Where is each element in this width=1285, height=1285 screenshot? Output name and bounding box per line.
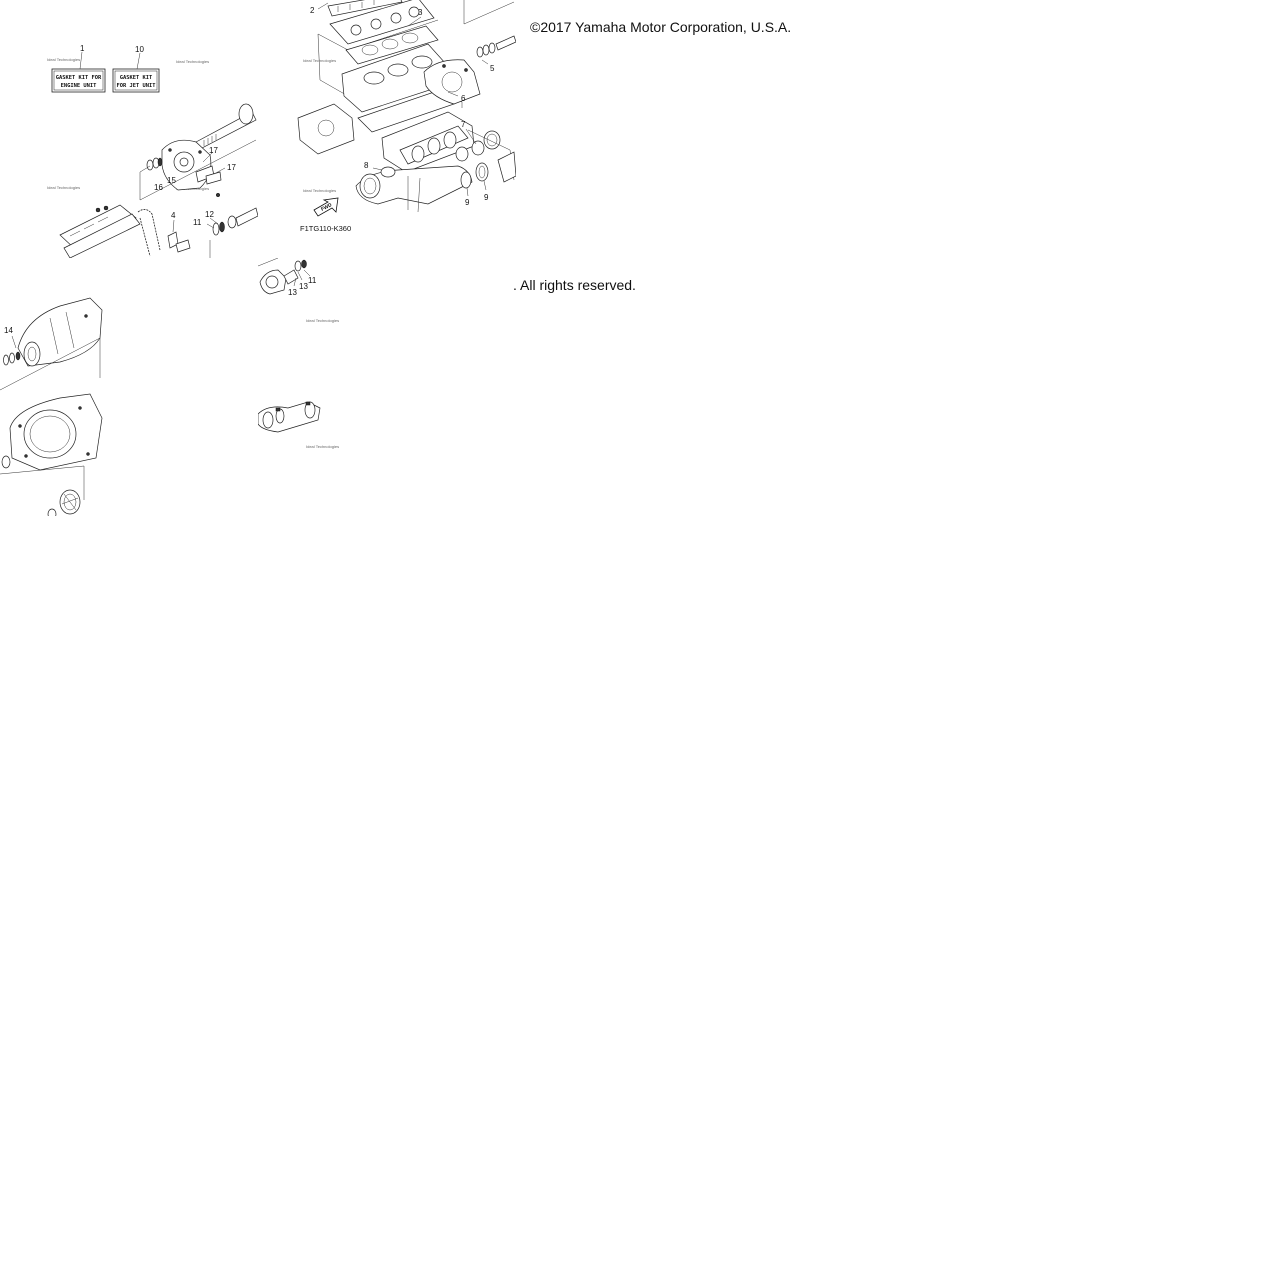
hose-with-clamps-part [258,401,321,433]
callout: 7 [461,120,466,129]
callout: 4 [171,211,176,220]
callout: 11 [308,276,317,285]
callout: 13 [299,282,308,291]
kit-engine-line2: ENGINE UNIT [61,83,97,89]
diagram-code: F1TG110-K360 [300,224,351,233]
drive-coupling-part [259,259,307,295]
kit-jet-line1: GASKET KIT [120,75,153,81]
diagram-tile-top-middle: 2 3 [258,0,516,258]
diagram-tile-bottom-left: 14 [0,258,258,516]
watermark: Ideal Technologies [47,57,80,62]
exploded-view-bottom-middle: 11 13 13 Ideal Technologies Ideal Techno… [258,258,339,449]
callout: 3 [418,8,423,17]
callout: 17 [227,163,236,172]
watermark: Ideal Technologies [306,444,339,449]
watermark: Ideal Technologies [47,185,80,190]
cylinder-head-cover-part [59,204,141,258]
drive-shaft-part [195,103,257,150]
callout: 9 [465,198,470,207]
callout: 9 [484,193,489,202]
callout: 14 [4,326,13,335]
callout: 10 [135,45,144,54]
intake-housing-part [9,393,103,471]
watermark: Ideal Technologies [303,58,336,63]
diagram-tile-bottom-middle: 11 13 13 Ideal Technologies Ideal Techno… [258,258,516,516]
kit-jet-line2: FOR JET UNIT [117,83,157,89]
copyright-text: ©2017 Yamaha Motor Corporation, U.S.A. [530,19,792,35]
exhaust-pipe-part [355,165,473,213]
fwd-arrow-icon: FWD [313,197,339,217]
fwd-label: FWD [320,202,333,213]
callout: 11 [193,218,202,227]
callout: 17 [209,146,218,155]
diagram-tile-top-left: GASKET KIT FOR ENGINE UNIT GASKET KIT FO… [0,0,258,258]
callout: 1 [80,44,85,53]
callout: 15 [167,176,176,185]
exploded-view-bottom-left: 14 [0,297,103,516]
watermark: Ideal Technologies [306,318,339,323]
watermark: Ideal Technologies [176,59,209,64]
callout: 16 [154,183,163,192]
watermark: Ideal Technologies [303,188,336,193]
kit-engine-line1: GASKET KIT FOR [56,75,102,81]
rights-reserved-text: . All rights reserved. [513,277,636,293]
exploded-view-top-left: GASKET KIT FOR ENGINE UNIT GASKET KIT FO… [47,44,258,258]
callout: 12 [205,210,214,219]
gasket-kit-engine-label: GASKET KIT FOR ENGINE UNIT [51,68,106,93]
gasket-kit-jet-label: GASKET KIT FOR JET UNIT [112,68,160,93]
callout: 6 [461,94,466,103]
callout: 8 [364,161,369,170]
impeller-part [47,489,81,516]
jet-pump-body-part [17,297,103,367]
callout: 5 [490,64,495,73]
callout: 2 [310,6,315,15]
callout: 13 [288,288,297,297]
exploded-view-top-middle: 2 3 [297,0,516,233]
